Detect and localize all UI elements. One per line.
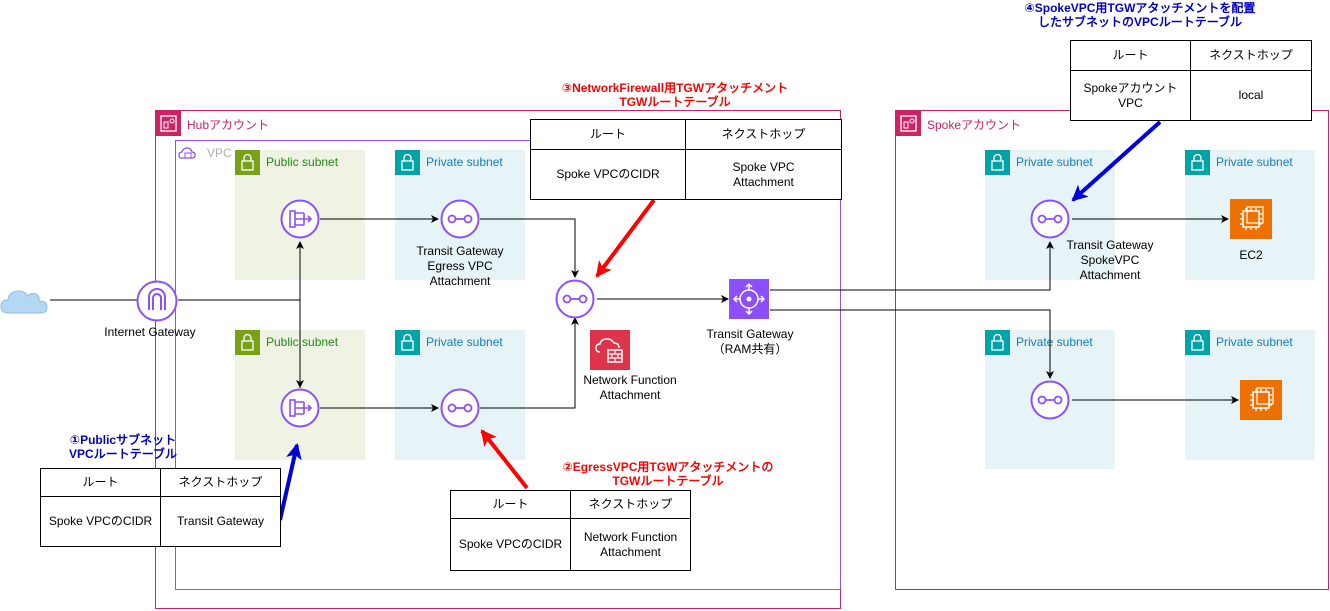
vpc-cloud-icon <box>178 147 196 159</box>
annotation-3: ③NetworkFirewall用TGWアタッチメント TGWルートテーブル <box>561 81 789 109</box>
subnet-label: Private subnet <box>426 155 503 169</box>
route-cell: Spoke VPCのCIDR <box>40 496 161 547</box>
tgw-attachment-icon <box>440 388 480 428</box>
route-table-4: ルート ネクストホップ Spokeアカウント VPC local <box>1070 40 1312 121</box>
account-icon <box>156 111 181 136</box>
ec2-instance-icon <box>1230 199 1272 239</box>
lock-icon <box>235 330 260 355</box>
next-hop-header: ネクストホップ <box>1190 40 1312 71</box>
egress-attachment-label: Transit Gateway Egress VPC Attachment <box>416 244 504 288</box>
transit-gateway-label: Transit Gateway （RAM共有） <box>706 327 794 356</box>
network-firewall-icon <box>590 330 630 370</box>
tgw-attachment-icon <box>440 199 480 239</box>
lock-icon <box>235 150 260 175</box>
transit-gateway-icon <box>729 279 769 319</box>
next-hop-header: ネクストホップ <box>160 468 281 497</box>
hub-vpc-group: VPC <box>175 140 841 590</box>
next-hop-cell: Network Function Attachment <box>570 518 691 571</box>
hub-account-label: Hubアカウント <box>187 118 270 132</box>
next-hop-header: ネクストホップ <box>570 490 691 519</box>
internet-cloud-icon <box>0 290 48 314</box>
subnet-label: Private subnet <box>1016 155 1093 169</box>
connector-tgw-spoke-att2 <box>770 309 1054 379</box>
route-cell: Spokeアカウント VPC <box>1070 70 1191 121</box>
spoke-account-label: Spokeアカウント <box>927 118 1022 132</box>
lock-icon <box>985 150 1010 175</box>
route-table-3: ルート ネクストホップ Spoke VPCのCIDR Spoke VPC Att… <box>530 119 842 200</box>
network-function-label: Network Function Attachment <box>583 373 677 402</box>
next-hop-header: ネクストホップ <box>685 119 842 150</box>
internet-gateway-icon <box>136 280 178 322</box>
route-cell: Spoke VPCのCIDR <box>530 149 686 200</box>
connector-att2-fwatt <box>480 317 579 409</box>
spoke-attachment-label: Transit Gateway SpokeVPC Attachment <box>1066 238 1154 282</box>
subnet-label: Private subnet <box>426 335 503 349</box>
lock-icon <box>395 150 420 175</box>
ec2-label: EC2 <box>1239 248 1263 262</box>
subnet-label: Private subnet <box>1216 335 1293 349</box>
nat-gateway-icon <box>280 199 320 239</box>
route-header: ルート <box>450 490 571 519</box>
lock-icon <box>985 330 1010 355</box>
next-hop-cell: Spoke VPC Attachment <box>685 149 842 200</box>
subnet-label: Private subnet <box>1216 155 1293 169</box>
annotation-4: ④SpokeVPC用TGWアタッチメントを配置 したサブネットのVPCルートテー… <box>1024 1 1256 29</box>
blue-arrow-1 <box>278 443 302 521</box>
tgw-attachment-icon <box>1030 380 1070 420</box>
connector-tgw-spoke-att <box>770 241 1054 291</box>
next-hop-cell: local <box>1190 70 1312 121</box>
route-table-2: ルート ネクストホップ Spoke VPCのCIDR Network Funct… <box>450 490 691 571</box>
route-header: ルート <box>530 119 686 150</box>
tgw-attachment-icon <box>1030 199 1070 239</box>
blue-arrow-4 <box>1071 120 1162 202</box>
annotation-1: ①Publicサブネット VPCルートテーブル <box>69 433 177 461</box>
lock-icon <box>1185 150 1210 175</box>
ec2-instance-icon <box>1240 380 1282 420</box>
nat-gateway-icon <box>280 388 320 428</box>
account-icon <box>896 111 921 136</box>
subnet-label: Private subnet <box>1016 335 1093 349</box>
subnet-label: Public subnet <box>266 335 339 349</box>
subnet-label: Public subnet <box>266 155 339 169</box>
vpc-label: VPC <box>207 146 232 160</box>
route-cell: Spoke VPCのCIDR <box>450 518 571 571</box>
annotation-2: ②EgressVPC用TGWアタッチメントの TGWルートテーブル <box>562 460 774 488</box>
lock-icon <box>1185 330 1210 355</box>
internet-gateway-label: Internet Gateway <box>104 325 196 339</box>
red-arrow-2 <box>480 429 529 490</box>
route-header: ルート <box>1070 40 1191 71</box>
route-header: ルート <box>40 468 161 497</box>
route-table-1: ルート ネクストホップ Spoke VPCのCIDR Transit Gatew… <box>40 468 281 547</box>
red-arrow-3 <box>595 198 656 278</box>
next-hop-cell: Transit Gateway <box>160 496 281 547</box>
connector-egress-fwatt <box>480 218 579 278</box>
lock-icon <box>395 330 420 355</box>
tgw-attachment-icon <box>555 279 595 319</box>
